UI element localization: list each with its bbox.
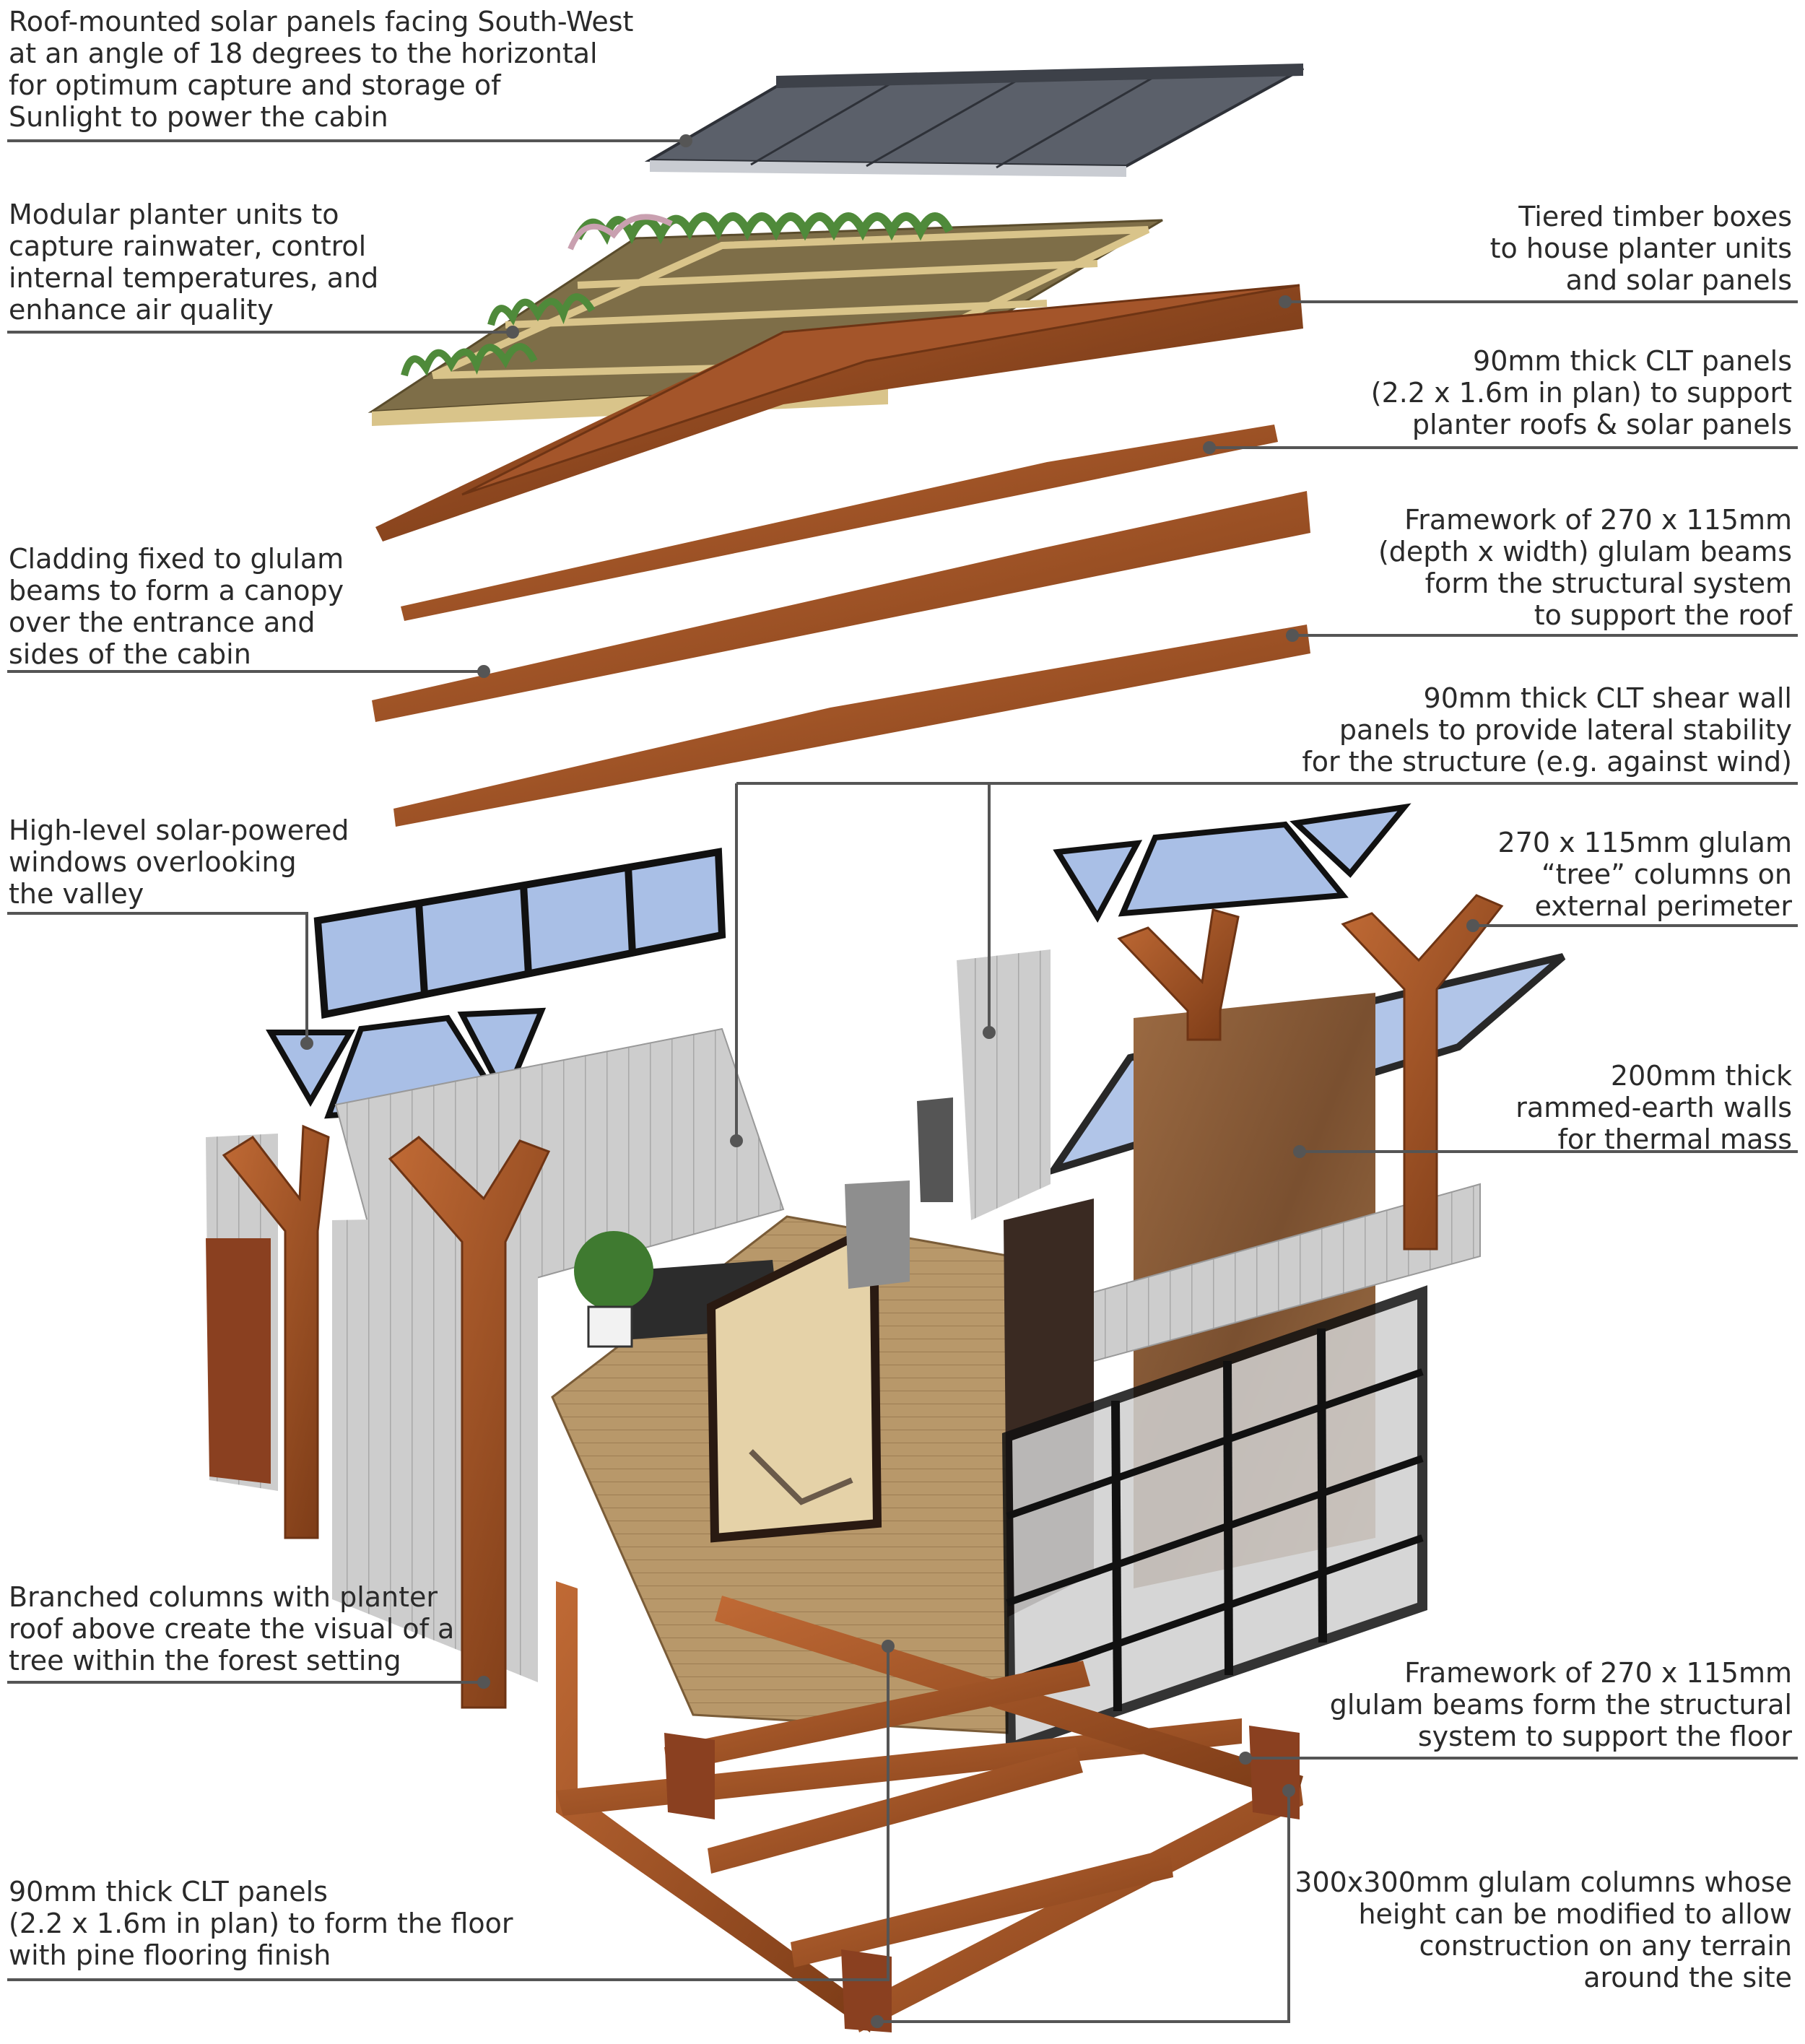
tree-columns xyxy=(222,894,1504,1709)
solar-panel-layer xyxy=(644,64,1304,177)
callout-clt-roof-panels: 90mm thick CLT panels (2.2 x 1.6m in pla… xyxy=(1370,345,1792,440)
callout-rammed-earth: 200mm thick rammed-earth walls for therm… xyxy=(1515,1060,1792,1155)
callout-planter-units: Modular planter units to capture rainwat… xyxy=(9,199,379,326)
callout-branched-columns: Branched columns with planter roof above… xyxy=(9,1581,455,1676)
callout-cladding: Cladding fixed to glulam beams to form a… xyxy=(9,543,344,670)
roof-timber-layer xyxy=(372,284,1310,827)
glazed-facade xyxy=(1001,1285,1427,1754)
callout-tree-columns: 270 x 115mm glulam “tree” columns on ext… xyxy=(1497,827,1792,922)
callout-windows: High-level solar-powered windows overloo… xyxy=(9,814,349,910)
leader-dots xyxy=(300,134,1479,2028)
callout-roof-framework: Framework of 270 x 115mm (depth x width)… xyxy=(1378,504,1792,631)
callout-shear-walls: 90mm thick CLT shear wall panels to prov… xyxy=(1302,682,1792,778)
callout-clt-floor: 90mm thick CLT panels (2.2 x 1.6m in pla… xyxy=(9,1876,513,1971)
planter-layer xyxy=(367,212,1163,426)
callout-timber-boxes: Tiered timber boxes to house planter uni… xyxy=(1489,201,1792,296)
callout-floor-framework: Framework of 270 x 115mm glulam beams fo… xyxy=(1329,1657,1792,1752)
callout-glulam-columns: 300x300mm glulam columns whose height ca… xyxy=(1295,1866,1792,1993)
floor-framework xyxy=(556,1581,1303,2032)
leader-lines xyxy=(7,139,1798,2023)
callout-solar-panels: Roof-mounted solar panels facing South-W… xyxy=(9,6,634,133)
